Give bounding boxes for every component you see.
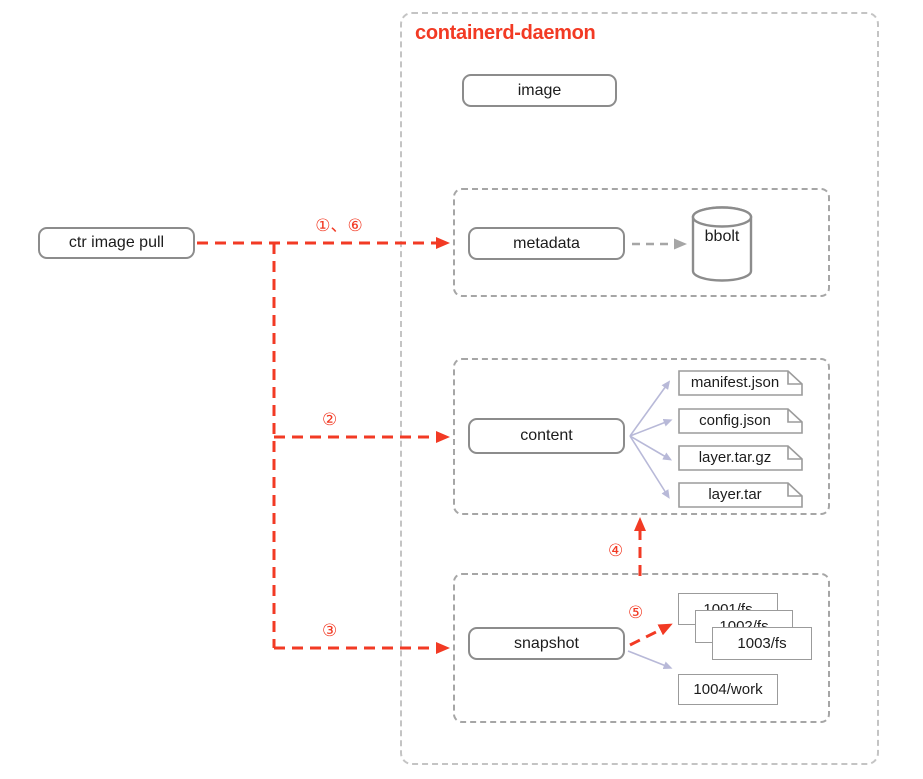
manifest-json-file-icon: manifest.json bbox=[678, 370, 803, 396]
metadata-label: metadata bbox=[513, 234, 580, 252]
snapshot-section bbox=[453, 573, 830, 723]
layer-tar-file-icon: layer.tar bbox=[678, 482, 803, 508]
step-label-2: ② bbox=[322, 410, 338, 430]
layer-tar-gz-file-icon: layer.tar.gz bbox=[678, 445, 803, 471]
metadata-box: metadata bbox=[468, 227, 625, 260]
fs-1003-box: 1003/fs bbox=[712, 627, 812, 660]
ctr-image-pull-box: ctr image pull bbox=[38, 227, 195, 259]
layer-tar-gz-label: layer.tar.gz bbox=[698, 449, 772, 466]
config-json-file-icon: config.json bbox=[678, 408, 803, 434]
metadata-section bbox=[453, 188, 830, 297]
bbolt-label: bbolt bbox=[704, 228, 740, 245]
step-label-5: ⑤ bbox=[628, 603, 644, 623]
snapshot-box: snapshot bbox=[468, 627, 625, 660]
step-label-4: ④ bbox=[608, 541, 624, 561]
snapshot-label: snapshot bbox=[514, 634, 579, 652]
containerd-daemon-container bbox=[400, 12, 879, 765]
ctr-image-pull-label: ctr image pull bbox=[68, 234, 165, 251]
config-json-label: config.json bbox=[699, 412, 771, 429]
step-label-3: ③ bbox=[322, 621, 338, 641]
containerd-daemon-title: containerd-daemon bbox=[415, 22, 596, 44]
image-box: image bbox=[462, 74, 617, 107]
step-label-1-6: ①、⑥ bbox=[315, 216, 363, 236]
bbolt-database-icon bbox=[691, 206, 753, 282]
work-1004-label: 1004/work bbox=[693, 681, 763, 698]
content-label: content bbox=[520, 427, 573, 444]
content-box: content bbox=[468, 418, 625, 454]
work-1004-box: 1004/work bbox=[678, 674, 778, 705]
manifest-json-label: manifest.json bbox=[690, 374, 780, 391]
layer-tar-label: layer.tar bbox=[708, 486, 762, 503]
fs-1003-label: 1003/fs bbox=[737, 635, 787, 652]
content-section bbox=[453, 358, 830, 515]
image-label: image bbox=[517, 81, 562, 99]
